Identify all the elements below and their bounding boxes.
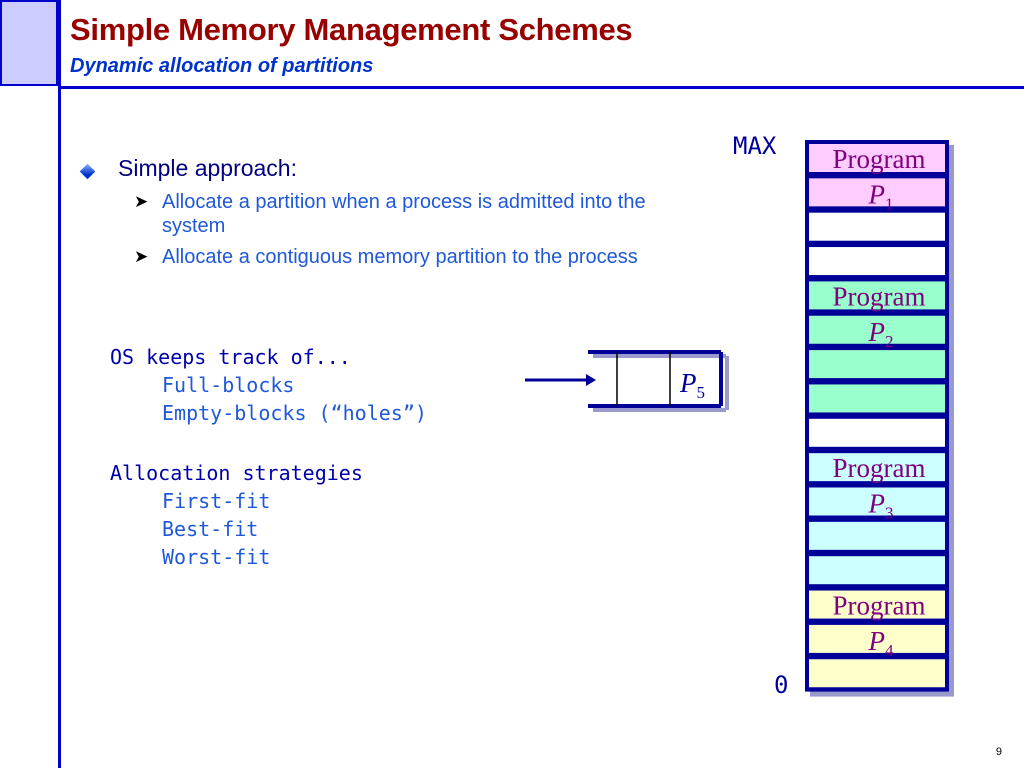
process-queue: P5 [588, 350, 729, 412]
memory-block: Program [809, 590, 945, 621]
process-label: P2 [868, 317, 894, 351]
sub-bullet: ➤ Allocate a partition when a process is… [134, 190, 694, 238]
memory-block [809, 556, 945, 585]
program-label: Program [833, 453, 926, 483]
memory-block-fill [809, 144, 945, 172]
process-label: P4 [868, 626, 895, 660]
memory-block [809, 384, 945, 413]
memory-block-fill [809, 384, 945, 413]
memory-block [809, 521, 945, 550]
max-label: MAX [733, 132, 777, 160]
memory-block-fill [809, 487, 945, 516]
process-letter: P [868, 317, 886, 347]
memory-block: Program [809, 144, 945, 174]
memory-block-fill [809, 418, 945, 447]
sub-bullet-text: Allocate a contiguous memory partition t… [162, 246, 638, 268]
memory-block: Program [809, 453, 945, 483]
memory-block: P4 [809, 624, 945, 660]
tracking-item: Empty-blocks (“holes”) [162, 401, 427, 425]
strategy-item: Worst-fit [162, 545, 271, 569]
program-label: Program [833, 281, 926, 311]
process-label: P1 [868, 179, 894, 213]
memory-block-fill [809, 350, 945, 379]
memory-block: Program [809, 281, 945, 311]
left-rule [58, 0, 61, 768]
page-number: 9 [995, 746, 1002, 758]
memory-block [809, 659, 945, 688]
memory-block-fill [809, 556, 945, 585]
tracking-list: OS keeps track of... Full-blocks Empty-b… [110, 343, 427, 427]
program-label: Program [833, 591, 926, 621]
memory-block-fill [809, 281, 945, 310]
strategies-heading: Allocation strategies [110, 461, 363, 485]
process-subscript: 3 [885, 504, 894, 523]
memory-block-fill [809, 178, 945, 207]
slide-subtitle: Dynamic allocation of partitions [70, 55, 374, 77]
strategies-list: Allocation strategies First-fit Best-fit… [110, 459, 363, 571]
sub-bullet-text: Allocate a partition when a process is a… [162, 191, 646, 237]
corner-decoration [0, 0, 58, 86]
sub-bullet: ➤ Allocate a contiguous memory partition… [134, 245, 694, 269]
memory-block-fill [809, 521, 945, 550]
queue-arrow-icon [525, 374, 596, 386]
process-label: P3 [868, 489, 894, 523]
queue-process-label: P5 [679, 368, 705, 402]
main-bullet: Simple approach: [118, 155, 297, 181]
program-label: Program [833, 144, 926, 174]
memory-block-fill [809, 590, 945, 619]
memory-block [809, 247, 945, 276]
process-letter: P [868, 179, 886, 209]
memory-block: P1 [809, 178, 945, 213]
memory-block: P3 [809, 487, 945, 523]
memory-block-fill [809, 315, 945, 344]
memory-block-fill [809, 212, 945, 241]
process-subscript: 4 [885, 641, 894, 660]
zero-label: 0 [774, 671, 788, 699]
process-subscript: 1 [885, 194, 894, 213]
header-rule [58, 86, 1024, 89]
memory-block: P2 [809, 315, 945, 351]
strategy-item: Best-fit [162, 517, 259, 541]
tracking-item: Full-blocks [162, 373, 295, 397]
memory-block [809, 212, 945, 241]
process-subscript: 2 [885, 332, 894, 351]
memory-block-fill [809, 624, 945, 653]
process-letter: P [868, 489, 886, 519]
memory-block-fill [809, 453, 945, 482]
arrow-bullet-icon: ➤ [134, 192, 149, 211]
memory-block [809, 418, 945, 447]
memory-block [809, 350, 945, 379]
arrow-bullet-icon: ➤ [134, 247, 149, 266]
memory-block-fill [809, 659, 945, 688]
process-letter: P [868, 626, 886, 656]
tracking-heading: OS keeps track of... [110, 345, 351, 369]
strategy-item: First-fit [162, 489, 271, 513]
slide-title: Simple Memory Management Schemes [70, 12, 633, 47]
memory-block-fill [809, 247, 945, 276]
